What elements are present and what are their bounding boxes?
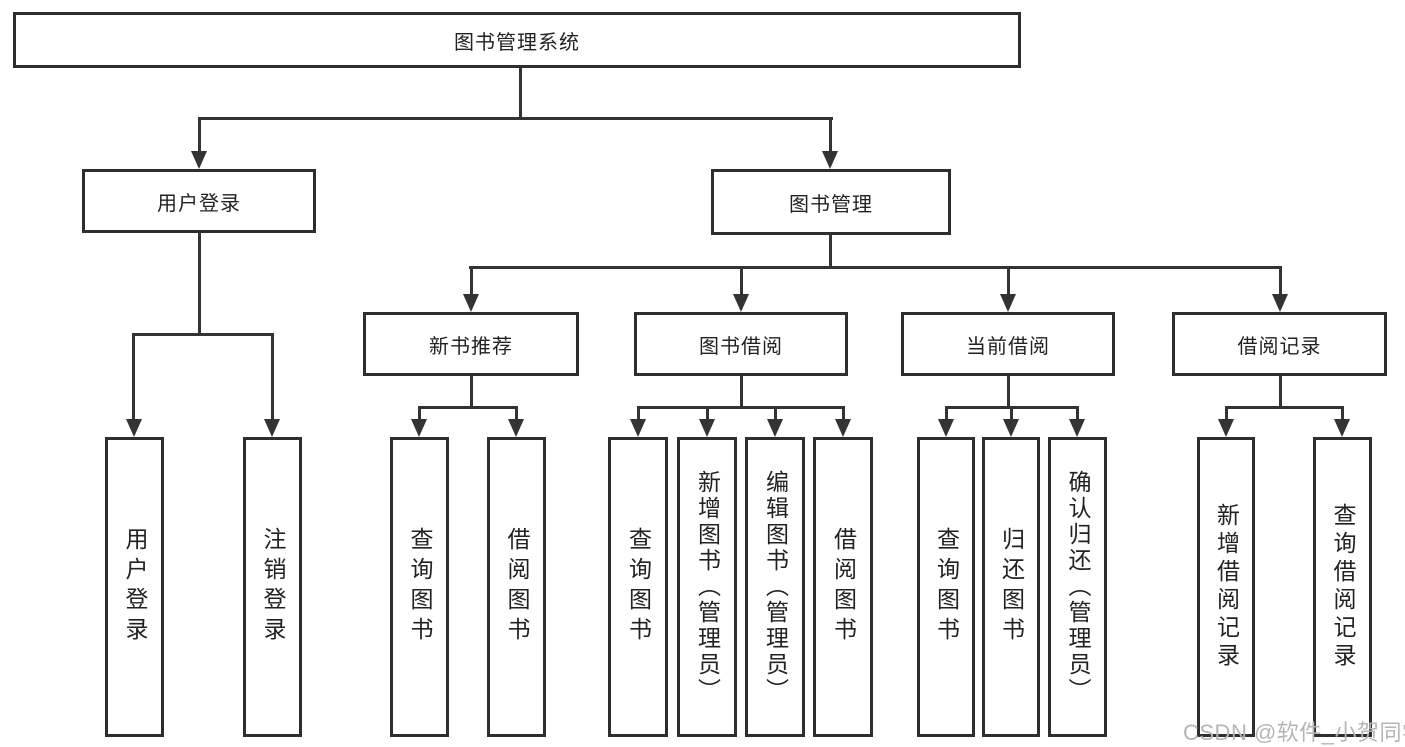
connector-segment: [829, 117, 832, 153]
arrow-down-icon: [1003, 419, 1019, 437]
leaf-newbook-borrow-label: 借阅图书: [504, 527, 530, 647]
leaf-logout: 注销登录: [243, 437, 302, 737]
leaf-borrow-add-admin: 新增图书（管理员）: [677, 437, 737, 737]
leaf-borrow-query-label: 查询图书: [625, 527, 652, 647]
leaf-borrow-edit-admin-label: 编辑图书（管理员）: [762, 470, 789, 704]
leaf-borrow-book-label: 借阅图书: [830, 527, 857, 647]
connector-segment: [1279, 266, 1282, 296]
node-borrow-records: 借阅记录: [1172, 312, 1387, 376]
connector-segment: [842, 406, 845, 421]
connector-segment: [519, 67, 522, 119]
leaf-newbook-query: 查询图书: [390, 437, 449, 737]
leaf-current-return-label: 归还图书: [998, 527, 1025, 647]
connector-segment: [829, 235, 832, 268]
connector-segment: [706, 406, 709, 421]
leaf-records-add-label: 新增借阅记录: [1213, 503, 1240, 671]
node-user-login: 用户登录: [82, 169, 316, 233]
connector-segment: [945, 406, 948, 421]
arrow-down-icon: [1000, 294, 1016, 312]
leaf-records-add: 新增借阅记录: [1197, 437, 1255, 737]
leaf-records-query-label: 查询借阅记录: [1330, 503, 1356, 671]
connector-segment: [1007, 376, 1010, 408]
connector-segment: [132, 333, 135, 421]
arrow-down-icon: [1069, 419, 1085, 437]
connector-segment: [1007, 266, 1010, 296]
node-root-system: 图书管理系统: [13, 12, 1021, 68]
arrow-down-icon: [126, 419, 142, 437]
connector-segment: [637, 406, 640, 421]
leaf-borrow-add-admin-label: 新增图书（管理员）: [694, 470, 721, 704]
arrow-down-icon: [630, 419, 646, 437]
arrow-down-icon: [463, 294, 479, 312]
arrow-down-icon: [264, 419, 280, 437]
node-current-borrow: 当前借阅: [901, 312, 1115, 376]
node-book-management: 图书管理: [711, 169, 951, 235]
arrow-down-icon: [938, 419, 954, 437]
connector-segment: [418, 406, 518, 409]
leaf-current-query: 查询图书: [917, 437, 975, 737]
arrow-down-icon: [1218, 419, 1234, 437]
arrow-down-icon: [1272, 294, 1288, 312]
arrow-down-icon: [699, 419, 715, 437]
leaf-current-confirm-return-admin-label: 确认归还（管理员）: [1065, 470, 1091, 704]
leaf-current-confirm-return-admin: 确认归还（管理员）: [1048, 437, 1107, 737]
connector-segment: [740, 266, 743, 296]
node-book-borrow-label: 图书借阅: [699, 335, 783, 358]
arrow-down-icon: [835, 419, 851, 437]
connector-segment: [418, 406, 421, 421]
node-new-book-recommend: 新书推荐: [363, 312, 579, 376]
leaf-logout-label: 注销登录: [260, 527, 286, 647]
connector-segment: [1279, 376, 1282, 408]
node-borrow-records-label: 借阅记录: [1237, 335, 1322, 358]
connector-segment: [1010, 406, 1013, 421]
node-user-login-label: 用户登录: [157, 192, 241, 215]
connector-segment: [1225, 406, 1344, 409]
node-book-management-label: 图书管理: [789, 193, 873, 216]
connector-segment: [271, 333, 274, 421]
leaf-newbook-borrow: 借阅图书: [487, 437, 546, 737]
leaf-user-login: 用户登录: [105, 437, 164, 737]
leaf-borrow-book: 借阅图书: [813, 437, 873, 737]
arrow-down-icon: [411, 419, 427, 437]
connector-segment: [1076, 406, 1079, 421]
node-new-book-recommend-label: 新书推荐: [429, 335, 513, 358]
connector-segment: [470, 266, 473, 296]
connector-segment: [1341, 406, 1344, 421]
node-current-borrow-label: 当前借阅: [966, 335, 1050, 358]
arrow-down-icon: [733, 294, 749, 312]
arrow-down-icon: [1334, 419, 1350, 437]
leaf-current-return: 归还图书: [982, 437, 1040, 737]
node-root-system-label: 图书管理系统: [454, 31, 580, 54]
connector-segment: [198, 117, 201, 153]
node-book-borrow: 图书借阅: [634, 312, 848, 376]
connector-segment: [470, 376, 473, 408]
connector-segment: [1225, 406, 1228, 421]
leaf-borrow-edit-admin: 编辑图书（管理员）: [745, 437, 805, 737]
arrow-down-icon: [191, 151, 207, 169]
connector-segment: [637, 406, 845, 409]
connector-segment: [198, 233, 201, 335]
leaf-records-query: 查询借阅记录: [1313, 437, 1372, 737]
connector-segment: [740, 376, 743, 408]
leaf-newbook-query-label: 查询图书: [407, 527, 433, 647]
arrow-down-icon: [822, 151, 838, 169]
arrow-down-icon: [767, 419, 783, 437]
connector-segment: [515, 406, 518, 421]
leaf-borrow-query: 查询图书: [608, 437, 668, 737]
arrow-down-icon: [508, 419, 524, 437]
connector-segment: [469, 266, 1282, 269]
connector-segment: [774, 406, 777, 421]
connector-segment: [198, 117, 833, 120]
csdn-watermark: CSDN @软件_小贺同学: [1183, 720, 1405, 745]
leaf-user-login-label: 用户登录: [122, 527, 148, 647]
leaf-current-query-label: 查询图书: [933, 527, 960, 647]
connector-segment: [132, 333, 274, 336]
